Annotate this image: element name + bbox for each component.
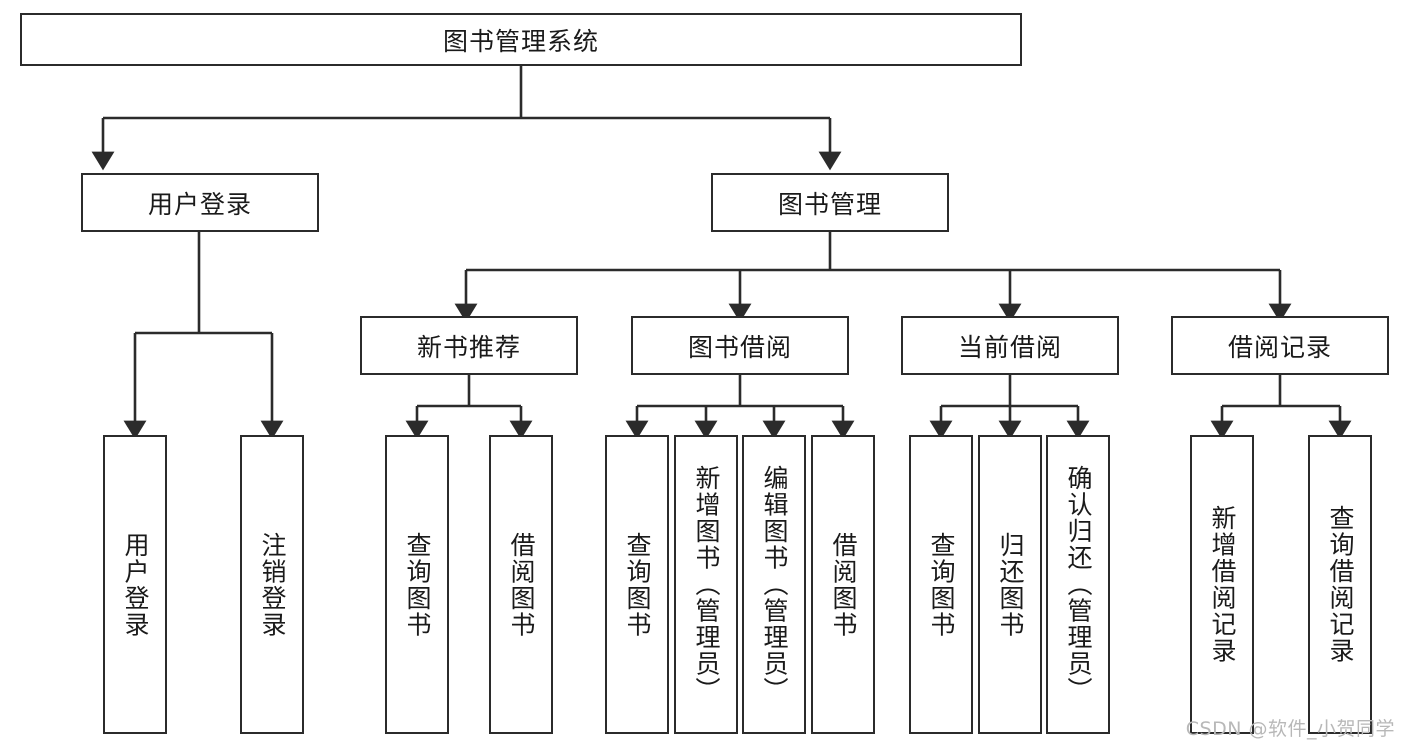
node-label: 编辑图书（管理员） xyxy=(760,465,789,704)
node-label: 新增图书（管理员） xyxy=(692,465,721,704)
leaf-new-book-borrow-books[interactable]: 借阅图书 xyxy=(489,435,553,734)
node-root-book-management-system[interactable]: 图书管理系统 xyxy=(20,13,1022,66)
leaf-current-borrow-return-books[interactable]: 归还图书 xyxy=(978,435,1042,734)
node-label: 新书推荐 xyxy=(416,332,521,362)
node-label: 用户登录 xyxy=(121,531,150,638)
node-label: 借阅图书 xyxy=(829,531,858,638)
leaf-book-borrow-edit-book-admin[interactable]: 编辑图书（管理员） xyxy=(742,435,806,734)
node-label: 借阅记录 xyxy=(1227,332,1332,362)
leaf-current-borrow-confirm-return-admin[interactable]: 确认归还（管理员） xyxy=(1046,435,1110,734)
node-label: 图书借阅 xyxy=(687,332,792,362)
node-borrow-record[interactable]: 借阅记录 xyxy=(1171,316,1389,375)
node-label: 注销登录 xyxy=(258,531,287,638)
leaf-user-login-login[interactable]: 用户登录 xyxy=(103,435,167,734)
node-label: 借阅图书 xyxy=(507,531,536,638)
node-book-borrow[interactable]: 图书借阅 xyxy=(631,316,849,375)
leaf-book-borrow-add-book-admin[interactable]: 新增图书（管理员） xyxy=(674,435,738,734)
node-label: 图书管理 xyxy=(777,189,882,219)
leaf-user-login-logout[interactable]: 注销登录 xyxy=(240,435,304,734)
node-current-borrow[interactable]: 当前借阅 xyxy=(901,316,1119,375)
node-label: 归还图书 xyxy=(996,531,1025,638)
leaf-book-borrow-borrow-books[interactable]: 借阅图书 xyxy=(811,435,875,734)
leaf-new-book-query-books[interactable]: 查询图书 xyxy=(385,435,449,734)
node-label: 新增借阅记录 xyxy=(1208,505,1237,664)
node-label: 查询图书 xyxy=(927,531,956,638)
node-label: 图书管理系统 xyxy=(442,26,599,56)
node-label: 确认归还（管理员） xyxy=(1064,465,1093,704)
leaf-borrow-record-query-record[interactable]: 查询借阅记录 xyxy=(1308,435,1372,734)
node-label: 查询图书 xyxy=(623,531,652,638)
node-label: 查询借阅记录 xyxy=(1326,505,1355,664)
node-book-management[interactable]: 图书管理 xyxy=(711,173,949,232)
node-new-book-recommend[interactable]: 新书推荐 xyxy=(360,316,578,375)
leaf-current-borrow-query-books[interactable]: 查询图书 xyxy=(909,435,973,734)
watermark: CSDN @软件_小贺同学 xyxy=(1185,718,1395,740)
node-label: 用户登录 xyxy=(147,189,252,219)
node-user-login[interactable]: 用户登录 xyxy=(81,173,319,232)
node-label: 当前借阅 xyxy=(957,332,1062,362)
node-label: 查询图书 xyxy=(403,531,432,638)
leaf-borrow-record-add-record[interactable]: 新增借阅记录 xyxy=(1190,435,1254,734)
leaf-book-borrow-query-books[interactable]: 查询图书 xyxy=(605,435,669,734)
